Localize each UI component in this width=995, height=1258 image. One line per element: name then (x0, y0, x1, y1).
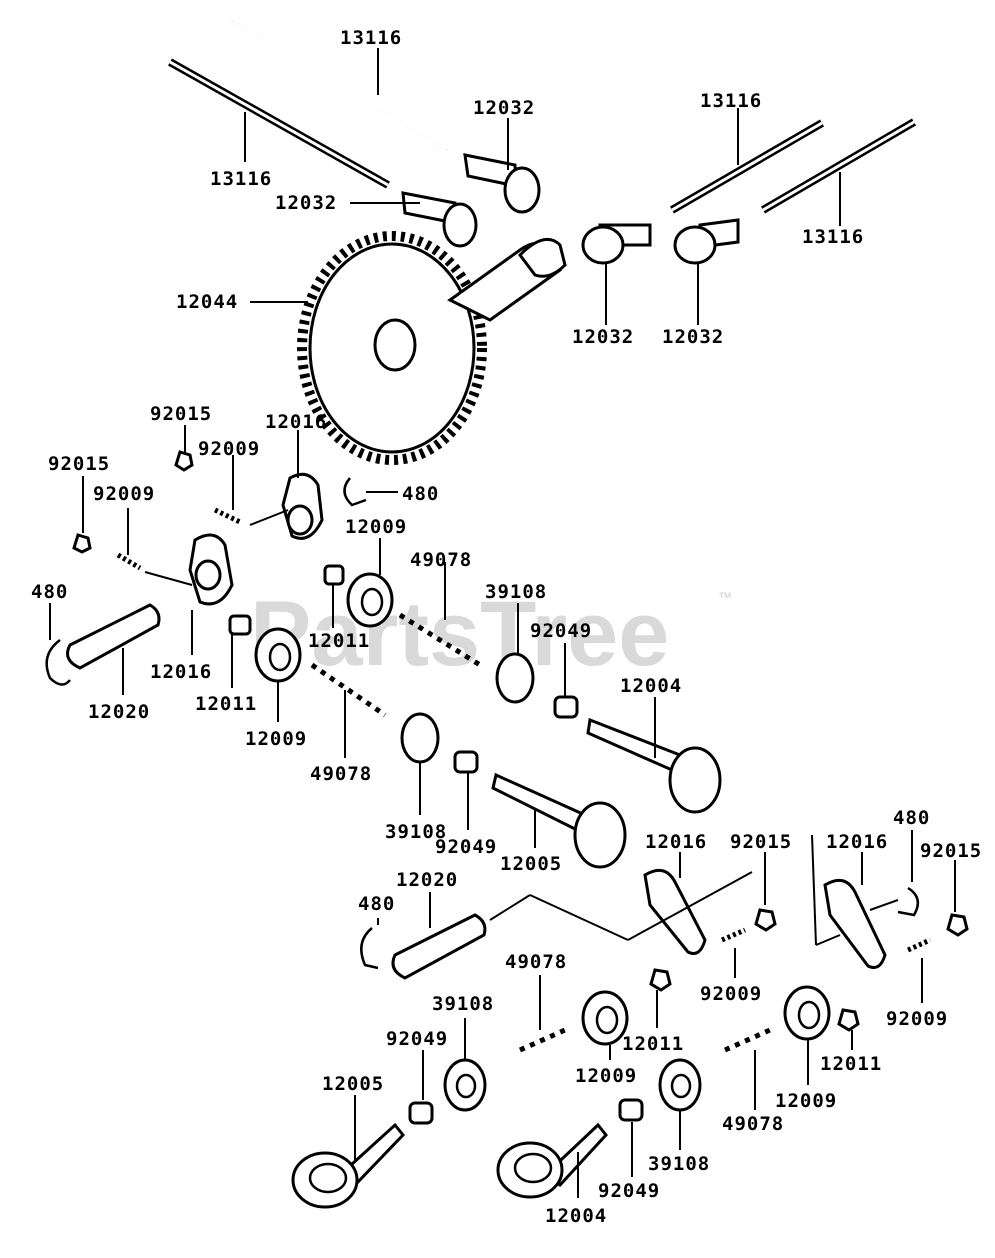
part-label: 13116 (210, 168, 272, 190)
part-label: 12016 (150, 661, 212, 683)
part-label: 92049 (530, 620, 592, 642)
part-label: 480 (31, 581, 68, 603)
watermark: PartsTree ™ (250, 583, 732, 685)
part-label: 92009 (93, 483, 155, 505)
part-label: 12009 (775, 1090, 837, 1112)
tappets (401, 153, 740, 265)
part-label: 12011 (622, 1033, 684, 1055)
part-label: 92049 (435, 836, 497, 858)
watermark-trademark: ™ (718, 589, 732, 605)
part-label: 12011 (308, 630, 370, 652)
part-label: 12004 (620, 675, 682, 697)
part-label: 12011 (820, 1053, 882, 1075)
part-labels: 13116 12032 13116 13116 12032 13116 1204… (31, 27, 982, 1227)
part-label: 49078 (505, 951, 567, 973)
part-label: 12016 (826, 831, 888, 853)
part-label: 13116 (700, 90, 762, 112)
part-label: 12004 (545, 1205, 607, 1227)
part-label: 12016 (645, 831, 707, 853)
part-label: 49078 (722, 1113, 784, 1135)
part-label: 12009 (245, 728, 307, 750)
part-label: 49078 (410, 549, 472, 571)
camshaft-gear (297, 231, 567, 465)
part-label: 12005 (500, 853, 562, 875)
part-label: 12044 (176, 291, 238, 313)
part-label: 39108 (648, 1153, 710, 1175)
part-label: 12009 (575, 1065, 637, 1087)
part-label: 13116 (340, 27, 402, 49)
part-label: 12032 (473, 97, 535, 119)
part-label: 12020 (396, 869, 458, 891)
part-label: 12032 (662, 326, 724, 348)
part-label: 12032 (275, 192, 337, 214)
part-label: 39108 (385, 821, 447, 843)
part-label: 92015 (48, 453, 110, 475)
part-label: 480 (358, 893, 395, 915)
lower-springs (291, 985, 831, 1209)
part-label: 92049 (386, 1028, 448, 1050)
part-label: 92009 (886, 1008, 948, 1030)
push-rods (168, 20, 917, 214)
part-label: 12020 (88, 701, 150, 723)
part-label: 49078 (310, 763, 372, 785)
upper-rocker-assembly (45, 450, 367, 686)
upper-springs (254, 572, 722, 869)
part-label: 480 (402, 483, 439, 505)
part-label: 92015 (730, 831, 792, 853)
part-label: 480 (893, 807, 930, 829)
part-label: 13116 (802, 226, 864, 248)
watermark-text: PartsTree (250, 583, 669, 685)
part-label: 39108 (485, 581, 547, 603)
part-label: 12005 (322, 1073, 384, 1095)
part-label: 39108 (432, 993, 494, 1015)
part-label: 92015 (920, 840, 982, 862)
part-label: 12016 (265, 411, 327, 433)
part-label: 12032 (572, 326, 634, 348)
part-label: 12011 (195, 693, 257, 715)
leader-lines (49, 48, 956, 1198)
part-label: 92049 (598, 1180, 660, 1202)
part-label: 92009 (700, 983, 762, 1005)
lower-rocker-assembly (360, 834, 969, 1032)
part-label: 12009 (345, 516, 407, 538)
part-label: 92015 (150, 403, 212, 425)
part-label: 92009 (198, 438, 260, 460)
